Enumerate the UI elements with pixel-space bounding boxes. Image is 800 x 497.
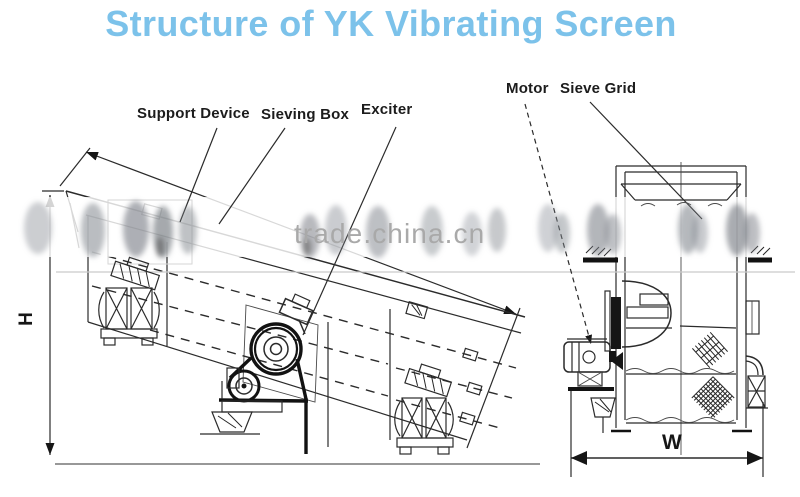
motor-assembly <box>563 280 672 433</box>
right-spring-support <box>394 363 454 455</box>
dimension-w-label: W <box>662 431 682 454</box>
label-motor: Motor <box>506 80 549 97</box>
exciter-assembly <box>200 293 329 454</box>
dimension-h-label: H <box>15 312 37 326</box>
page-title: Structure of YK Vibrating Screen <box>105 3 677 44</box>
left-spring-support <box>98 256 161 346</box>
right-side-spring <box>746 375 768 409</box>
side-view-details <box>55 256 540 465</box>
watermark-smudges <box>24 201 760 258</box>
watermark-text: trade.china.cn <box>294 218 486 249</box>
label-sieve-grid: Sieve Grid <box>560 80 637 97</box>
mesh-patch-small <box>692 331 728 369</box>
width-dimension <box>570 391 764 477</box>
rail-clamp <box>405 301 429 320</box>
mesh-patch-large <box>691 376 735 418</box>
label-exciter: Exciter <box>361 101 413 118</box>
label-sieving-box: Sieving Box <box>261 106 350 123</box>
label-support-device: Support Device <box>137 105 250 122</box>
discharge-tabs <box>459 347 483 426</box>
end-view-details <box>563 183 772 477</box>
